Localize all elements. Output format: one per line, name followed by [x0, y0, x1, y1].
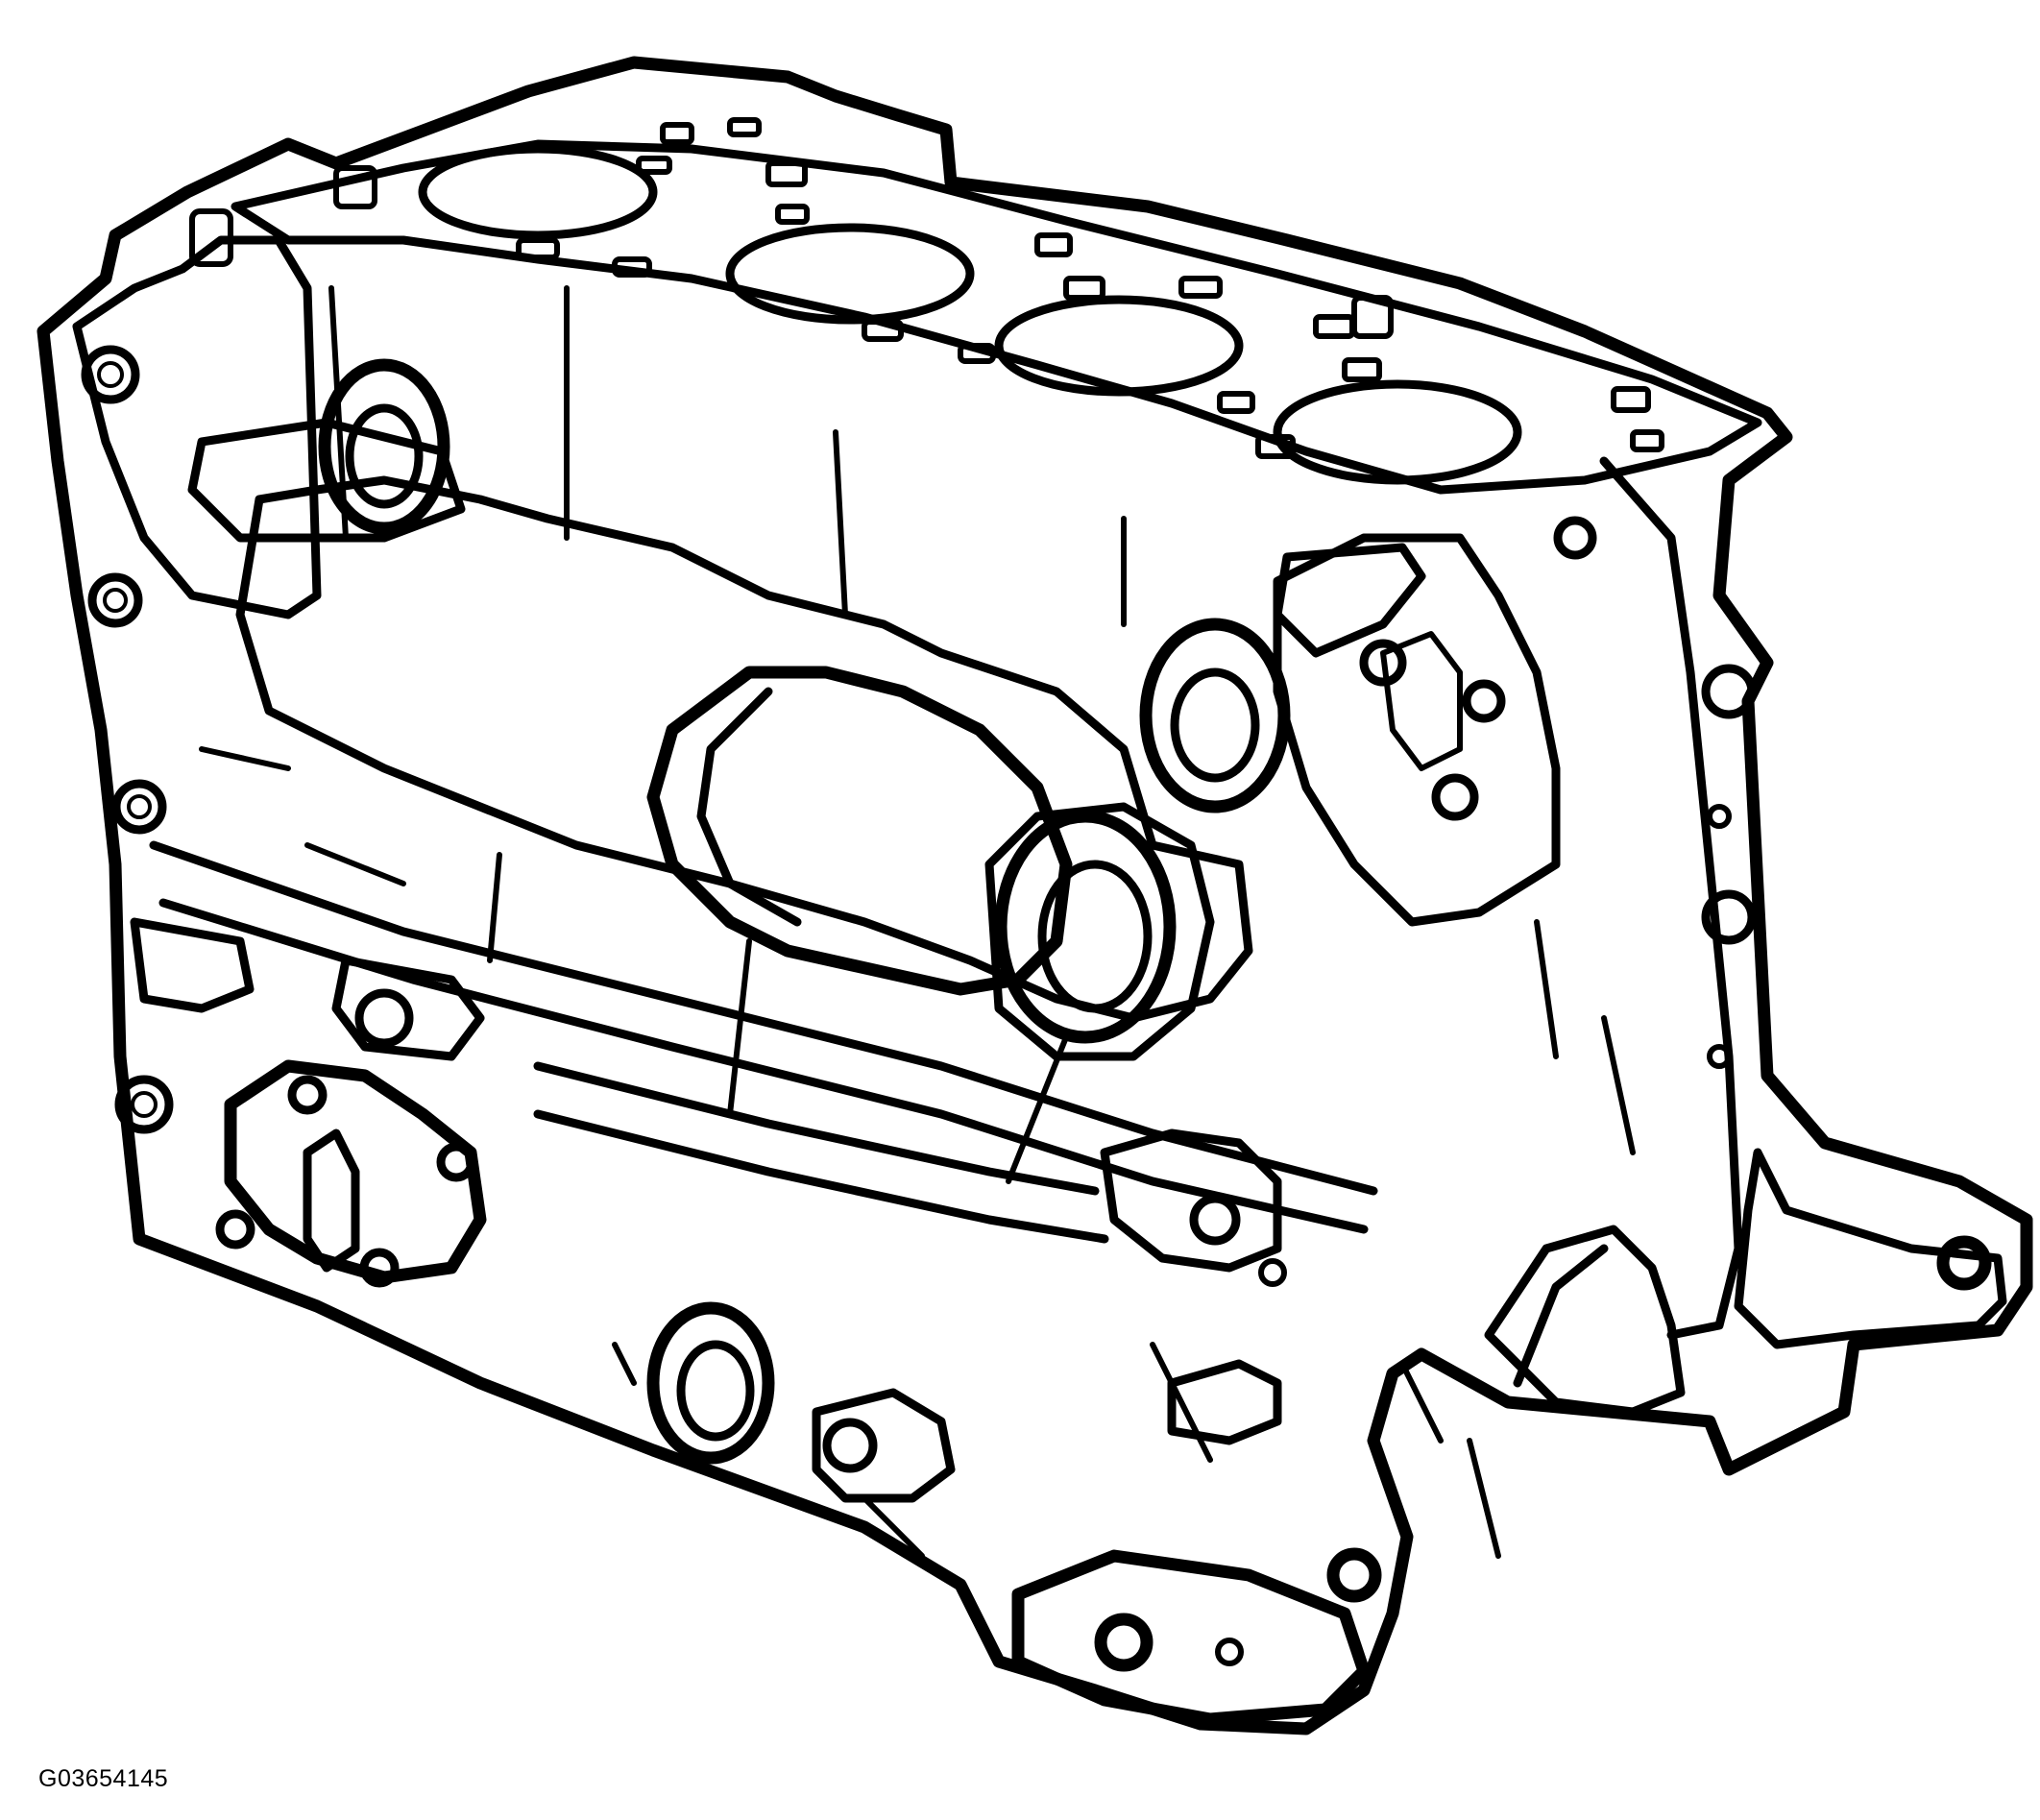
boss-lower-center: [812, 1388, 956, 1503]
cylinder-bore-4: [1273, 379, 1522, 485]
right-flange-bolt-1: [1701, 664, 1757, 719]
right-flange-bolt-3: [1707, 804, 1732, 829]
lower-mount-ear-hole-3: [1215, 1638, 1244, 1666]
mount-foot-hole: [1936, 1235, 1992, 1291]
skirt-rail-line: [533, 1061, 1100, 1196]
right-bracket: [1273, 543, 1426, 658]
sensor-boss: [1100, 1128, 1282, 1273]
center-barrel: [646, 666, 1073, 996]
core-plug-main: [994, 810, 1177, 1044]
oil-pump-bolt-1: [287, 1075, 328, 1115]
oil-pump-flange: [224, 1059, 487, 1284]
lower-mount-ear: [1011, 1549, 1371, 1726]
end-bolt-lower: [111, 779, 167, 835]
cylinder-bore-3: [994, 295, 1244, 397]
end-bolt-middle: [87, 572, 143, 628]
boss-lower-center-bore: [822, 1418, 878, 1473]
end-bolt-upper: [81, 345, 140, 404]
cylinder-bore-2: [725, 223, 975, 325]
core-plug-main-inner: [1037, 860, 1153, 1013]
lower-mount-ear-hole-2: [1326, 1547, 1382, 1603]
oil-pump-port: [303, 1128, 360, 1273]
right-bolt-3: [1431, 773, 1479, 821]
boss-skirt-right: [1167, 1359, 1282, 1445]
end-bolt-bottom: [114, 1075, 174, 1134]
end-bolt-middle-inner: [103, 588, 128, 613]
right-bolt-2: [1462, 679, 1506, 723]
end-bolt-upper-inner: [97, 361, 124, 388]
core-plug-upper-left-inner: [345, 403, 424, 509]
sensor-boss-bolt: [1258, 1258, 1287, 1287]
cylinder-deck: [231, 139, 1762, 495]
right-flange-bolt-2: [1701, 889, 1757, 945]
oil-pump-bolt-2: [436, 1142, 476, 1182]
deck-passages: [516, 117, 1664, 459]
casting-detail-lines: [199, 285, 1636, 1559]
core-plug-lower: [646, 1301, 775, 1465]
lower-gallery-lower-line: [158, 898, 1369, 1234]
right-flange: [1599, 456, 1743, 1340]
core-plug-upper-left: [318, 358, 450, 535]
skirt-rail-line-2: [533, 1109, 1109, 1244]
lower-gallery-upper-line: [149, 840, 1378, 1196]
core-plug-lower-inner: [676, 1340, 755, 1442]
right-bolt-1: [1359, 639, 1407, 687]
sensor-boss-bore: [1189, 1194, 1241, 1246]
end-bolt-bottom-inner: [131, 1091, 158, 1118]
right-flange-bolt-4: [1707, 1044, 1732, 1069]
boss-lower-left-2-bore: [354, 988, 414, 1048]
block-outline: [36, 56, 2033, 1735]
left-end-face: [72, 235, 322, 619]
boss-lower-left-1: [130, 917, 255, 1013]
right-bolt-4: [1553, 516, 1597, 560]
lower-mount-ear-hole-1: [1094, 1613, 1154, 1672]
oil-pump-bolt-3: [215, 1209, 255, 1250]
right-face-window: [1380, 631, 1463, 771]
crank-bearing-arch: [1513, 1244, 1609, 1388]
crank-bearing-web: [1484, 1225, 1686, 1417]
mount-foot: [1734, 1148, 2007, 1349]
core-plug-center-right-inner: [1170, 667, 1260, 783]
right-end-face: [1273, 533, 1561, 927]
cylinder-wall-bulge: [235, 475, 1253, 1023]
end-bolt-lower-inner: [127, 794, 152, 819]
core-plug-main-ring: [984, 802, 1215, 1061]
boss-upper-left: [187, 418, 466, 543]
oil-pump-bolt-4: [359, 1248, 400, 1288]
boss-lower-left-2: [331, 956, 485, 1061]
cylinder-bore-1: [418, 144, 658, 240]
figure-id-label: G03654145: [38, 1765, 169, 1792]
center-barrel-inner: [696, 687, 802, 927]
